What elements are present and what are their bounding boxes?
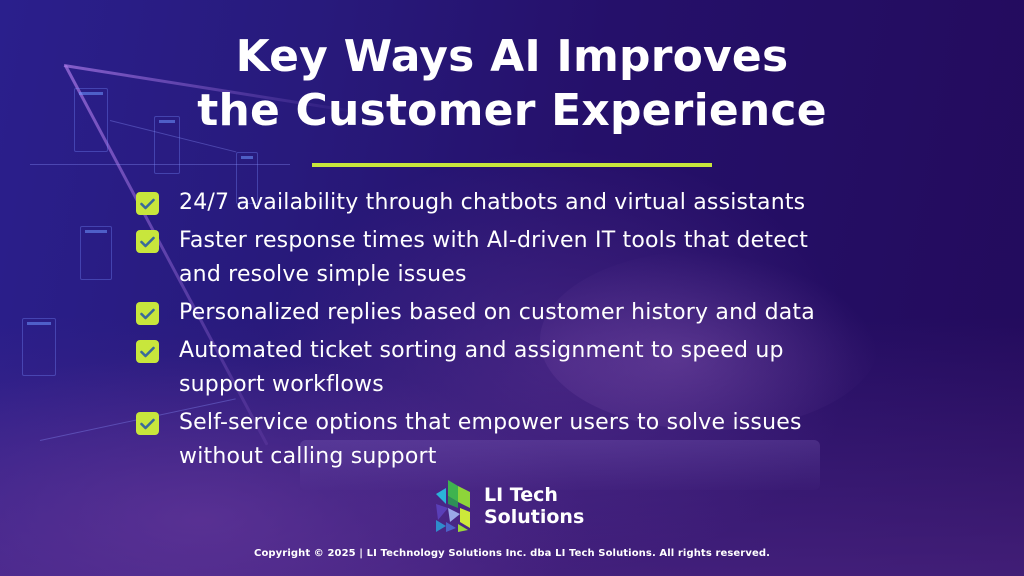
- list-item-text: 24/7 availability through chatbots and v…: [179, 186, 936, 220]
- list-item-line: Personalized replies based on customer h…: [179, 300, 815, 325]
- title-underline-divider: [312, 163, 712, 167]
- checkbox-checked-icon: [136, 192, 159, 215]
- diagram-panel-decoration: [80, 226, 112, 280]
- hand-on-keyboard: [540, 250, 880, 430]
- logo-line-1: LI Tech: [484, 484, 558, 506]
- logo-wordmark: LI Tech Solutions: [484, 484, 584, 528]
- title-line-1: Key Ways AI Improves: [235, 31, 789, 82]
- list-item-line: Self-service options that empower users …: [179, 410, 802, 435]
- list-item-text: Automated ticket sorting and assignment …: [179, 334, 936, 402]
- list-item: Automated ticket sorting and assignment …: [136, 334, 936, 402]
- page-title: Key Ways AI Improves the Customer Experi…: [0, 30, 1024, 138]
- checkbox-checked-icon: [136, 412, 159, 435]
- li-tech-logo-icon: [436, 480, 470, 532]
- title-line-2: the Customer Experience: [197, 85, 827, 136]
- laptop-keyboard: [300, 440, 820, 490]
- diagram-panel-decoration: [236, 152, 258, 204]
- list-item: 24/7 availability through chatbots and v…: [136, 186, 936, 220]
- bullet-list: 24/7 availability through chatbots and v…: [136, 186, 936, 478]
- checkbox-checked-icon: [136, 230, 159, 253]
- checkbox-checked-icon: [136, 340, 159, 363]
- list-item: Self-service options that empower users …: [136, 406, 936, 474]
- company-logo: LI Tech Solutions: [434, 478, 584, 534]
- list-item-line: support workflows: [179, 372, 384, 397]
- list-item-text: Faster response times with AI-driven IT …: [179, 224, 936, 292]
- logo-line-2: Solutions: [484, 506, 585, 528]
- list-item-line: and resolve simple issues: [179, 262, 467, 287]
- list-item-text: Personalized replies based on customer h…: [179, 296, 936, 330]
- diagram-panel-decoration: [22, 318, 56, 376]
- list-item-line: 24/7 availability through chatbots and v…: [179, 190, 806, 215]
- diagram-panel-decoration: [74, 88, 108, 152]
- checkbox-checked-icon: [136, 302, 159, 325]
- list-item-line: without calling support: [179, 444, 437, 469]
- diagram-panel-decoration: [154, 116, 180, 174]
- copyright-notice: Copyright © 2025 | LI Technology Solutio…: [254, 548, 770, 559]
- list-item: Faster response times with AI-driven IT …: [136, 224, 936, 292]
- list-item: Personalized replies based on customer h…: [136, 296, 936, 330]
- list-item-line: Faster response times with AI-driven IT …: [179, 228, 809, 253]
- list-item-line: Automated ticket sorting and assignment …: [179, 338, 784, 363]
- list-item-text: Self-service options that empower users …: [179, 406, 936, 474]
- diagram-line-decoration: [30, 164, 290, 165]
